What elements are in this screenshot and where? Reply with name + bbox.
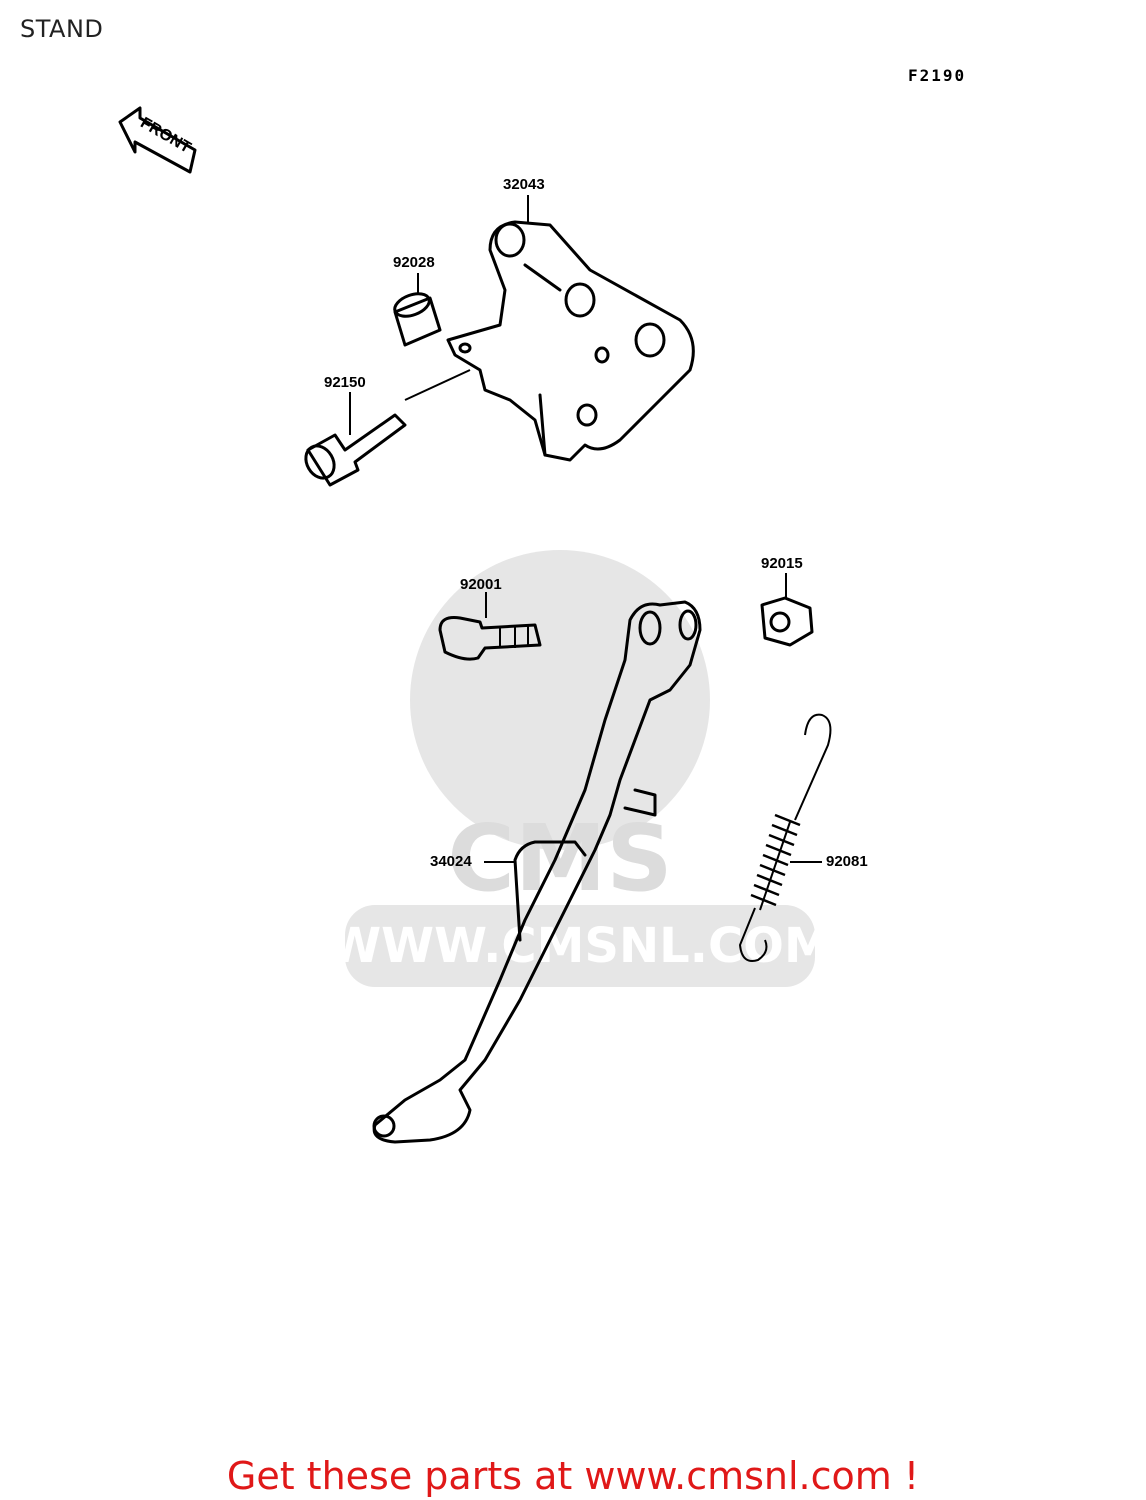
page-title: STAND xyxy=(20,15,104,43)
leader-lines xyxy=(349,195,822,863)
collar-92028 xyxy=(393,292,442,347)
watermark: CMS WWW.CMSNL.COM xyxy=(328,550,832,987)
figure-code: F2190 xyxy=(908,66,967,85)
watermark-logo-text: CMS xyxy=(447,805,672,912)
get-parts-link[interactable]: Get these parts at www.cmsnl.com ! xyxy=(226,1454,920,1498)
nut-92015 xyxy=(760,596,814,647)
bolt-92001 xyxy=(438,616,542,661)
part-label-92150[interactable]: 92150 xyxy=(324,374,366,391)
watermark-url-text: WWW.CMSNL.COM xyxy=(328,918,832,974)
watermark-banner xyxy=(345,905,815,987)
part-label-92028[interactable]: 92028 xyxy=(393,254,435,271)
part-label-92001[interactable]: 92001 xyxy=(460,576,502,593)
front-arrow-text: FRONT xyxy=(137,115,193,157)
bolt-92150 xyxy=(304,369,471,487)
part-label-32043[interactable]: 32043 xyxy=(503,176,545,193)
part-label-92015[interactable]: 92015 xyxy=(761,555,803,572)
front-arrow-icon: FRONT xyxy=(118,106,197,174)
part-label-34024[interactable]: 34024 xyxy=(430,853,472,870)
watermark-mascot-icon xyxy=(410,550,710,850)
spring-92081 xyxy=(738,713,832,962)
side-stand-34024 xyxy=(372,600,702,1144)
part-label-92081[interactable]: 92081 xyxy=(826,853,868,870)
bracket-32043 xyxy=(446,220,695,462)
